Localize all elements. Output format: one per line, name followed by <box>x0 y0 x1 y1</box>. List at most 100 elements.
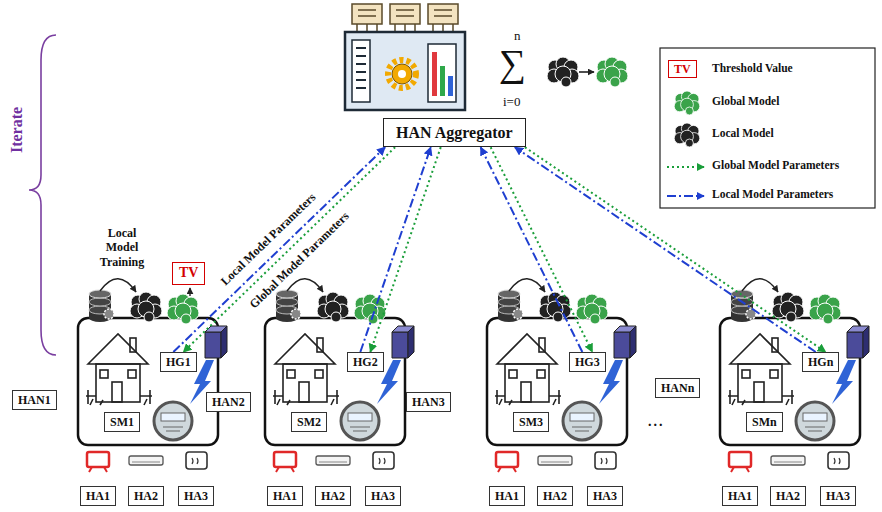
node-text: HAN3 <box>412 395 445 409</box>
node-text: HAN2 <box>212 395 245 409</box>
network-label: HANn <box>655 378 700 398</box>
home-area-network <box>265 279 414 472</box>
local-parameter-link <box>481 147 583 352</box>
gateway-label: HG2 <box>347 352 384 372</box>
meter-label: SM3 <box>513 412 549 432</box>
aggregator-server-icon-part <box>398 70 406 78</box>
legend-text: Threshold Value <box>712 62 793 76</box>
node-text: HA2 <box>321 489 345 503</box>
appliance-label: HA3 <box>820 486 856 506</box>
appliance-label: HA1 <box>722 486 758 506</box>
node-text: HA1 <box>495 489 519 503</box>
node-text: HANn <box>661 381 694 395</box>
aggregator-server-icon-part-part <box>390 4 420 24</box>
legend-text: Local Model <box>712 127 774 141</box>
aggregator-server-icon-part <box>388 60 416 88</box>
node-text: TV <box>179 265 198 282</box>
global-parameter-link <box>370 147 440 352</box>
home-area-network <box>720 279 869 472</box>
network-label: HAN1 <box>12 390 57 410</box>
home-area-network <box>487 279 636 472</box>
legend-text: Global Model Parameters <box>712 159 839 173</box>
node-text: HA1 <box>728 489 752 503</box>
global-parameter-link <box>491 147 593 352</box>
aggregator-server-icon-part <box>432 52 437 96</box>
legend-text: Local Model Parameters <box>712 188 833 202</box>
legend-sample-label: TV <box>668 60 697 78</box>
appliance-label: HA3 <box>365 486 401 506</box>
appliance-label: HA3 <box>587 486 623 506</box>
node-text: HA2 <box>134 489 158 503</box>
global-parameter-link <box>525 147 826 352</box>
node-text: HA3 <box>826 489 850 503</box>
node-text: SM2 <box>297 415 321 429</box>
legend-box-part <box>674 91 700 115</box>
appliance-label: HA1 <box>489 486 525 506</box>
appliance-label: HA2 <box>537 486 573 506</box>
aggregator-server-icon-part <box>356 48 366 88</box>
appliance-label: HA1 <box>80 486 116 506</box>
aggregator-box: HAN Aggregator <box>383 118 526 147</box>
iterate-label: Iterate <box>7 107 26 153</box>
aggregator-server-icon-part <box>428 44 456 102</box>
aggregator-server-icon-part <box>352 4 458 24</box>
node-text: HA2 <box>776 489 800 503</box>
aggregation-arrow <box>579 71 594 73</box>
meter-label: SM2 <box>291 412 327 432</box>
threshold-box: TV <box>172 262 205 285</box>
legend-box-part <box>667 166 704 168</box>
local-parameter-link <box>515 147 816 352</box>
legend-box-part <box>674 123 700 147</box>
legend-box-part <box>660 48 875 208</box>
gateway-label: HG3 <box>569 352 606 372</box>
sum-limit: n <box>514 28 521 44</box>
appliance-label: HA2 <box>315 486 351 506</box>
aggregator-server-icon-part <box>392 64 412 84</box>
node-text: HA1 <box>273 489 297 503</box>
appliance-label: HA3 <box>178 486 214 506</box>
illustration-part <box>547 57 579 87</box>
global-parameter-link <box>183 147 395 352</box>
network-label: HAN3 <box>406 392 451 412</box>
node-text: HA1 <box>86 489 110 503</box>
sum-limit: i=0 <box>503 94 520 110</box>
node-text: HA3 <box>593 489 617 503</box>
home-area-network <box>78 279 227 472</box>
appliance-label: HA2 <box>770 486 806 506</box>
node-text: SMn <box>752 415 777 429</box>
aggregator-server-icon-part <box>440 66 445 96</box>
node-text: HG1 <box>166 355 191 369</box>
aggregator-server-icon-part <box>358 10 452 16</box>
aggregator-server-icon-part <box>352 40 370 102</box>
node-text: HG3 <box>575 355 600 369</box>
node-text: HAN1 <box>18 393 51 407</box>
meter-label: SMn <box>746 412 783 432</box>
legend-text: Global Model <box>712 95 779 109</box>
aggregator-server-icon-part-part <box>352 4 382 24</box>
node-text: HA2 <box>543 489 567 503</box>
node-text: HA3 <box>184 489 208 503</box>
network-label: HAN2 <box>206 392 251 412</box>
legend-box <box>660 48 875 208</box>
legend-box-part <box>667 195 704 197</box>
sum-symbol: ∑ <box>499 44 526 82</box>
aggregator-server-icon-part <box>345 32 465 110</box>
training-note: Local Model Training <box>90 226 154 269</box>
aggregator-server-icon-part <box>357 24 453 31</box>
ellipsis: ... <box>648 414 665 431</box>
node-text: SM3 <box>519 415 543 429</box>
node-text: HA3 <box>371 489 395 503</box>
threshold-arrow <box>189 288 190 296</box>
appliance-label: HA1 <box>267 486 303 506</box>
edge-label: Local Model Parameters <box>217 188 321 289</box>
node-text: SM1 <box>110 415 134 429</box>
node-text: HGn <box>808 355 833 369</box>
aggregator-server-icon-part <box>448 76 453 96</box>
aggregator-server-icon <box>345 4 465 110</box>
iterate-bracket <box>29 35 56 355</box>
local-parameter-link <box>360 147 430 352</box>
gateway-label: HG1 <box>160 352 197 372</box>
appliance-label: HA2 <box>128 486 164 506</box>
illustration-part <box>596 57 628 87</box>
aggregator-server-icon-part-part <box>428 4 458 24</box>
